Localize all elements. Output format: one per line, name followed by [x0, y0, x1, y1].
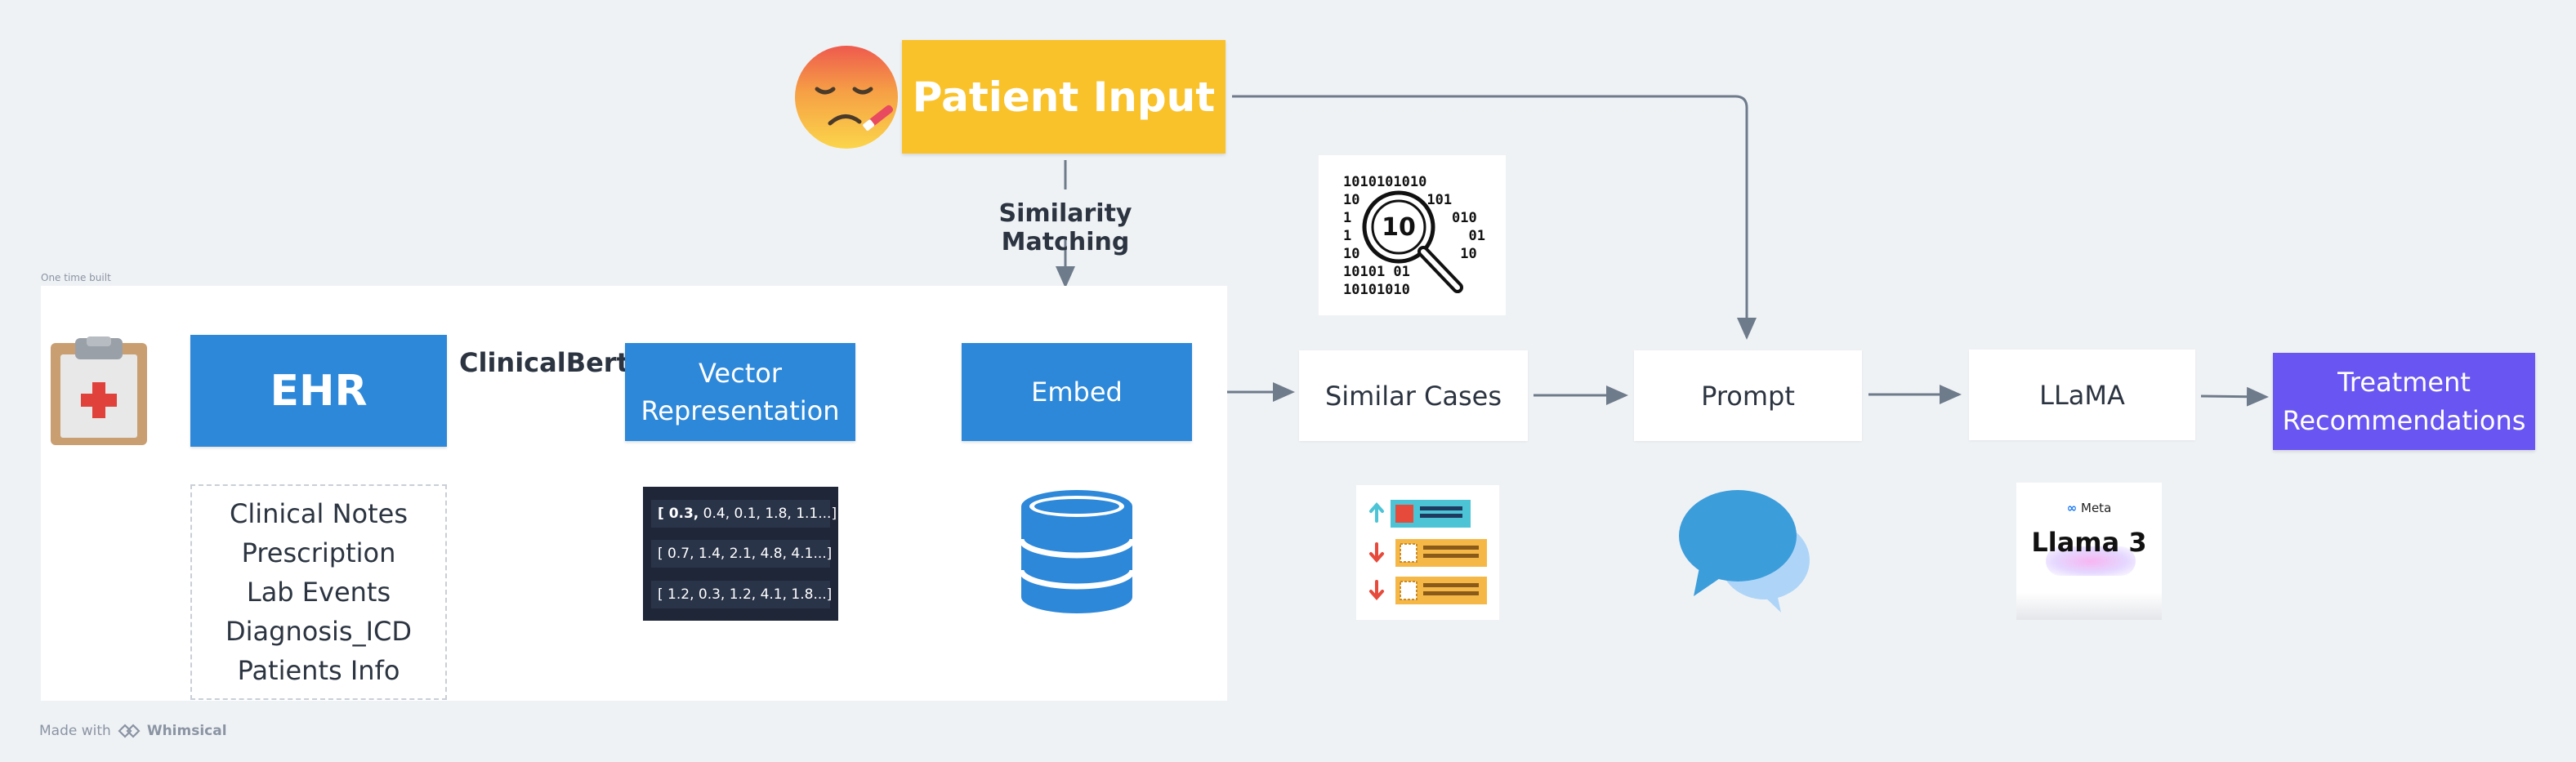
similar-cases-node[interactable]: Similar Cases	[1299, 350, 1528, 441]
vector-first-value: [ 0.3,	[658, 505, 699, 522]
ehr-source-item: Lab Events	[246, 577, 391, 608]
clipboard-icon	[49, 336, 149, 447]
binary-line: 10101 01	[1343, 264, 1410, 280]
vector-label-line2: Representation	[641, 395, 840, 426]
vector-row: [ 1.2, 0.3, 1.2, 4.1, 1.8...]	[651, 580, 833, 608]
edge-patient-to-prompt	[1232, 95, 1757, 340]
ehr-sources-list: Clinical Notes Prescription Lab Events D…	[190, 484, 447, 700]
treatment-label-line1: Treatment	[2337, 367, 2471, 399]
llama-glow	[2046, 546, 2136, 576]
whimsical-brand-text: Whimsical	[146, 723, 227, 739]
ranking-list-card	[1356, 485, 1499, 620]
panel-caption: One time built	[41, 272, 111, 283]
binary-line: 1 010	[1343, 210, 1477, 226]
meta-brand: ∞ Meta	[2016, 501, 2162, 515]
made-with-footer: Made with Whimsical	[39, 723, 227, 739]
patient-input-node[interactable]: Patient Input	[902, 40, 1225, 154]
binary-line: 1 01	[1343, 228, 1485, 244]
made-with-text: Made with	[39, 723, 111, 739]
ranking-list-icon	[1369, 500, 1487, 604]
sick-face-icon	[792, 43, 902, 153]
llama-node[interactable]: LLaMA	[1969, 350, 2195, 440]
llama-title: Llama 3	[2031, 527, 2147, 558]
treatment-label-line2: Recommendations	[2282, 404, 2526, 436]
ehr-source-item: Diagnosis_ICD	[225, 616, 412, 647]
vector-row: [ 0.7, 1.4, 2.1, 4.8, 4.1...]	[651, 540, 833, 568]
whimsical-logo-icon	[118, 724, 141, 738]
binary-line: 10 10	[1343, 246, 1477, 262]
svg-text:10: 10	[1382, 213, 1416, 242]
chat-bubbles-icon	[1679, 488, 1818, 615]
vector-rest-values: [ 0.7, 1.4, 2.1, 4.8, 4.1...]	[658, 546, 833, 562]
meta-brand-text: Meta	[2081, 501, 2112, 515]
binary-line: 1010101010	[1343, 174, 1427, 190]
edge-llama-to-treatment	[2200, 386, 2269, 407]
vector-rest-values: [ 1.2, 0.3, 1.2, 4.1, 1.8...]	[658, 586, 833, 603]
similarity-matching-label: Similarity Matching	[998, 199, 1132, 256]
meta-infinity-icon: ∞	[2066, 501, 2078, 515]
database-icon	[1018, 488, 1136, 615]
binary-line: 10101010	[1343, 282, 1410, 298]
vector-row: [ 0.3, 0.4, 0.1, 1.8, 1.1...]	[651, 499, 837, 528]
vector-values-panel: [ 0.3, 0.4, 0.1, 1.8, 1.1...] [ 0.7, 1.4…	[643, 487, 838, 621]
ehr-source-item: Clinical Notes	[230, 498, 408, 529]
vector-rest-values: 0.4, 0.1, 1.8, 1.1...]	[699, 505, 837, 522]
embed-node[interactable]: Embed	[962, 343, 1192, 441]
clinicalbert-label: ClinicalBert	[459, 347, 629, 378]
treatment-recommendations-node[interactable]: Treatment Recommendations	[2273, 353, 2535, 450]
ehr-source-item: Patients Info	[237, 655, 400, 686]
binary-line: 10 101	[1343, 192, 1453, 208]
ehr-source-item: Prescription	[241, 537, 396, 568]
vector-label-line1: Vector	[699, 357, 782, 389]
prompt-node[interactable]: Prompt	[1634, 350, 1862, 441]
vector-representation-node[interactable]: Vector Representation	[625, 343, 855, 441]
ehr-node[interactable]: EHR	[190, 335, 447, 447]
llama3-logo-icon: ∞ Meta Llama 3	[2016, 483, 2162, 620]
